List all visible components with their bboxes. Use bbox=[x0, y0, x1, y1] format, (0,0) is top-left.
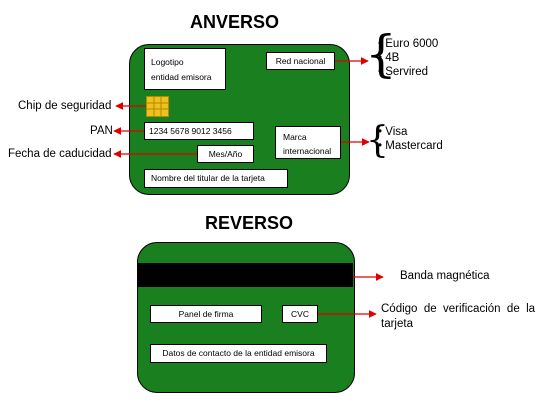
intl-brand-line1: Marca bbox=[283, 132, 307, 142]
cvc-label-line2: tarjeta bbox=[381, 318, 413, 330]
intl-brands-list: Visa Mastercard bbox=[378, 125, 443, 153]
national-network-item: Euro 6000 bbox=[378, 37, 438, 51]
expiry-box: Mes/Año bbox=[197, 145, 254, 163]
holder-name-box: Nombre del titular de la tarjeta bbox=[144, 169, 288, 188]
chip-label: Chip de seguridad bbox=[18, 100, 112, 112]
national-network-item: 4B bbox=[378, 51, 438, 65]
magnetic-stripe-label: Banda magnética bbox=[400, 270, 490, 282]
national-network-item: Servired bbox=[378, 65, 438, 79]
front-title: ANVERSO bbox=[190, 12, 280, 32]
intl-brand-box: Marca internacional bbox=[275, 126, 341, 159]
issuer-logo-box: Logotipo entidad emisora bbox=[144, 48, 226, 90]
intl-brand-line2: internacional bbox=[283, 146, 332, 156]
issuer-contact-box: Datos de contacto de la entidad emisora bbox=[150, 344, 327, 363]
magnetic-stripe bbox=[138, 263, 353, 287]
national-network-box: Red nacional bbox=[266, 52, 335, 70]
issuer-logo-line2: entidad emisora bbox=[151, 72, 212, 82]
intl-brand-item: Visa bbox=[378, 125, 443, 139]
expiry-label: Fecha de caducidad bbox=[8, 148, 112, 160]
national-networks-list: Euro 6000 4B Servired bbox=[378, 37, 438, 79]
cvc-label-line1: Código de verificación de la bbox=[381, 303, 536, 315]
chip-icon bbox=[146, 96, 169, 117]
signature-panel-box: Panel de firma bbox=[150, 305, 262, 323]
pan-label: PAN bbox=[90, 125, 113, 137]
back-title: REVERSO bbox=[205, 213, 294, 233]
pan-box: 1234 5678 9012 3456 bbox=[144, 122, 254, 140]
chip-contacts-icon bbox=[147, 97, 168, 116]
cvc-box: CVC bbox=[282, 305, 318, 323]
intl-brand-item: Mastercard bbox=[378, 139, 443, 153]
issuer-logo-line1: Logotipo bbox=[151, 57, 184, 67]
